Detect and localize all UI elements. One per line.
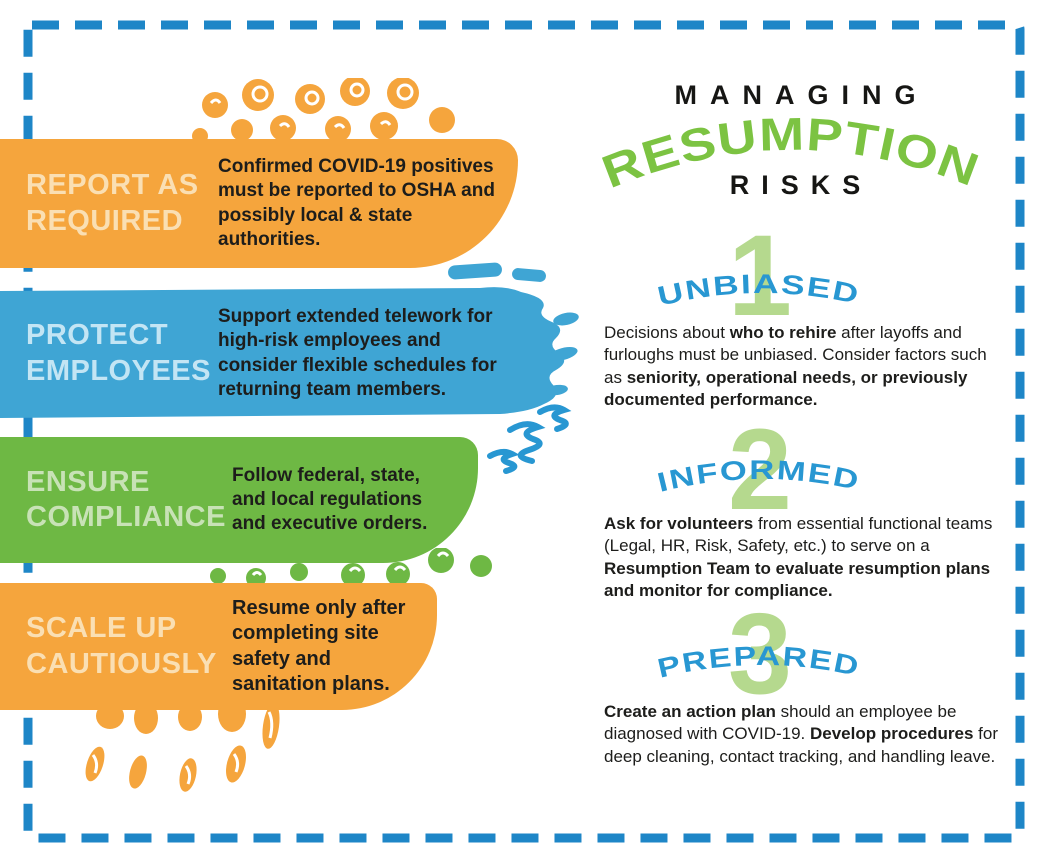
title-managing: MANAGING — [674, 80, 929, 110]
step-2-word-arc: INFORMED — [654, 455, 862, 498]
orange-doodle-circles — [192, 78, 455, 144]
title-resumption-arc: RESUMPTION — [598, 108, 985, 198]
banner-description: Follow federal, state, and local regulat… — [232, 464, 428, 535]
banner-label: PROTECT EMPLOYEES — [26, 319, 211, 387]
banner-report-as-required: REPORT AS REQUIRED Confirmed COVID-19 po… — [0, 139, 518, 268]
svg-text:PREPARED: PREPARED — [655, 641, 863, 684]
blue-squiggle-doodles — [487, 404, 572, 474]
step-1-paragraph: Decisions about who to rehire after layo… — [604, 323, 987, 410]
step-3-paragraph: Create an action plan should an employee… — [604, 702, 999, 766]
step-1-number: 1 — [728, 212, 792, 340]
banner-description: Resume only after completing site safety… — [232, 596, 406, 695]
step-1-word-arc: UNBIASED — [655, 269, 863, 312]
step-3-word-arc: PREPARED — [655, 641, 863, 684]
step-2-paragraph: Ask for volunteers from essential functi… — [604, 514, 993, 601]
banner-description: Support extended telework for high-risk … — [218, 306, 497, 400]
banner-label: SCALE UP CAUTIOUSLY — [26, 612, 217, 680]
svg-text:INFORMED: INFORMED — [654, 455, 862, 498]
banner-label: ENSURE COMPLIANCE — [26, 465, 226, 533]
blue-brush-blob — [0, 262, 579, 418]
banner-protect-employees: PROTECT EMPLOYEES Support extended telew… — [0, 262, 579, 418]
banner-ensure-compliance: ENSURE COMPLIANCE Follow federal, state,… — [0, 437, 478, 563]
step-2-word: INFORMED — [654, 455, 861, 498]
step-3-number: 3 — [728, 590, 792, 718]
step-3-word: PREPARED — [655, 641, 862, 684]
title-risks: RISKS — [729, 170, 873, 200]
orange-drip-doodles — [85, 700, 280, 792]
step-1-word: UNBIASED — [655, 269, 862, 312]
banner-label: REPORT AS REQUIRED — [26, 169, 199, 237]
step-2-number: 2 — [728, 406, 792, 534]
banner-scale-up-cautiously: SCALE UP CAUTIOUSLY Resume only after co… — [0, 583, 437, 710]
banner-description: Confirmed COVID-19 positives must be rep… — [218, 156, 495, 250]
svg-text:UNBIASED: UNBIASED — [655, 269, 863, 312]
